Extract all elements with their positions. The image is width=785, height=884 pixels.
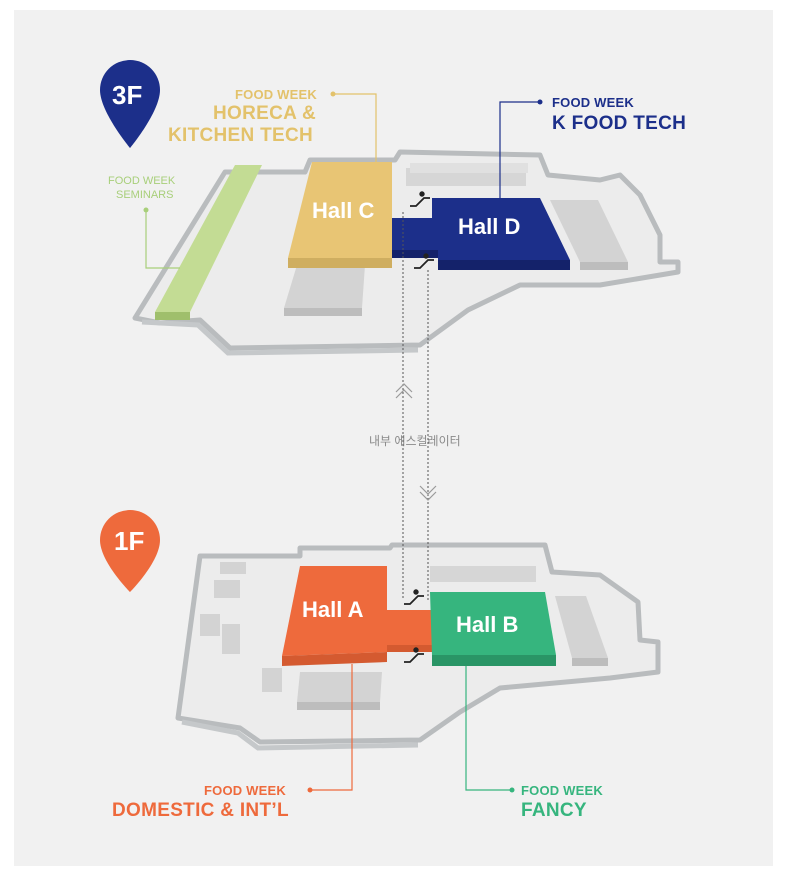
floor-1f-label: 1F [114, 526, 145, 556]
floor-3f-label: 3F [112, 80, 143, 110]
seminars-line2: SEMINARS [116, 189, 174, 201]
hall-b-label: Hall B [456, 612, 519, 637]
callout-leaders [143, 91, 543, 793]
escalator-connector-lines [402, 212, 429, 600]
horeca-title-line2: KITCHEN TECH [168, 125, 314, 146]
location-pin-icon [100, 510, 160, 592]
chevron-up-icon [395, 383, 413, 399]
horeca-small-label: FOOD WEEK [235, 87, 317, 102]
escalator-icon [404, 191, 434, 663]
kfood-small-label: FOOD WEEK [552, 95, 634, 110]
hall-c-label: Hall C [312, 198, 375, 223]
hall-d-block[interactable] [392, 198, 570, 270]
chevron-down-icon [419, 485, 437, 501]
hall-a-label: Hall A [302, 597, 364, 622]
hall-c-block[interactable] [288, 162, 392, 268]
domestic-title: DOMESTIC & INT’L [112, 800, 289, 821]
hall-a-block[interactable] [282, 566, 432, 666]
seminars-line1: FOOD WEEK [108, 175, 176, 187]
hall-d-label: Hall D [458, 214, 521, 239]
seminars-area [155, 165, 262, 320]
horeca-title-line1: HORECA & [213, 103, 317, 124]
location-pin-icon [100, 60, 160, 148]
hall-b-block[interactable] [430, 592, 556, 666]
fancy-small-label: FOOD WEEK [521, 783, 603, 798]
escalator-label: 내부 에스컬레이터 [369, 434, 461, 448]
domestic-small-label: FOOD WEEK [204, 783, 286, 798]
kfood-title: K FOOD TECH [552, 113, 687, 134]
fancy-title: FANCY [521, 800, 587, 821]
